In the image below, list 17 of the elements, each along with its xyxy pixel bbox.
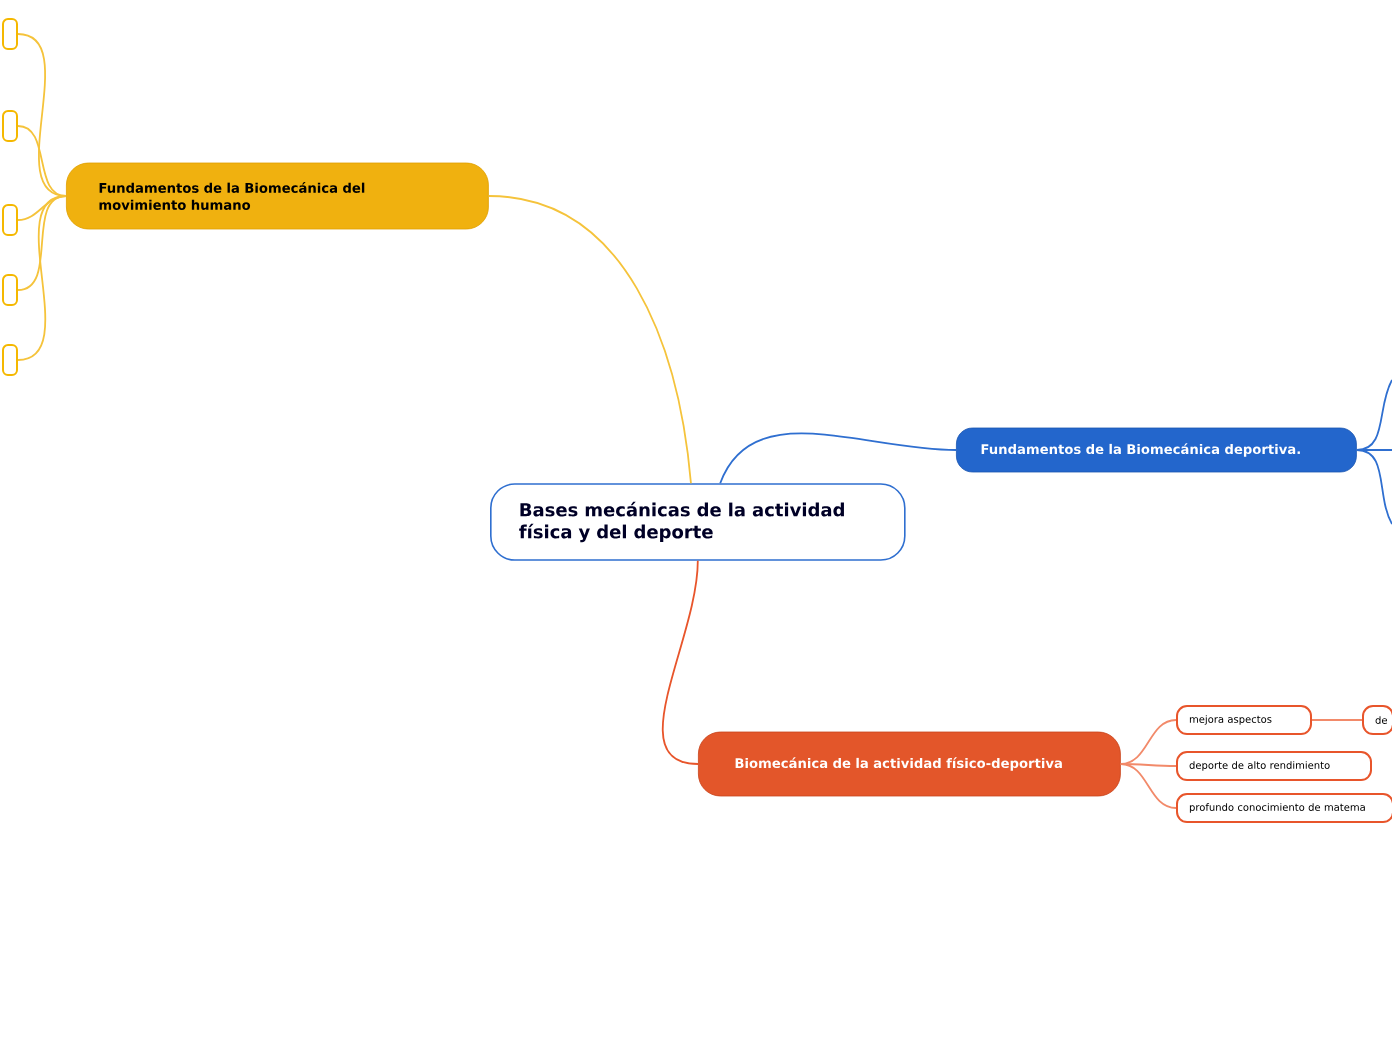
topic-box xyxy=(2,274,18,306)
topic-box: Bases mecánicas de la actividad física y del deporte xyxy=(490,483,906,561)
connector-line xyxy=(17,195,67,361)
connector-line xyxy=(1119,763,1177,767)
connector-line xyxy=(17,195,67,291)
connector-line xyxy=(1311,719,1363,721)
connector-line xyxy=(17,125,67,197)
connector-line xyxy=(1119,763,1177,809)
connector-line xyxy=(1355,449,1392,451)
topic-box xyxy=(2,110,18,142)
connector-line xyxy=(1355,449,1392,525)
topic-box xyxy=(2,344,18,376)
connector-line xyxy=(487,195,692,485)
connector-line xyxy=(719,432,957,485)
topic-box xyxy=(2,18,18,50)
connector-line xyxy=(661,559,699,765)
topic-box xyxy=(2,204,18,236)
